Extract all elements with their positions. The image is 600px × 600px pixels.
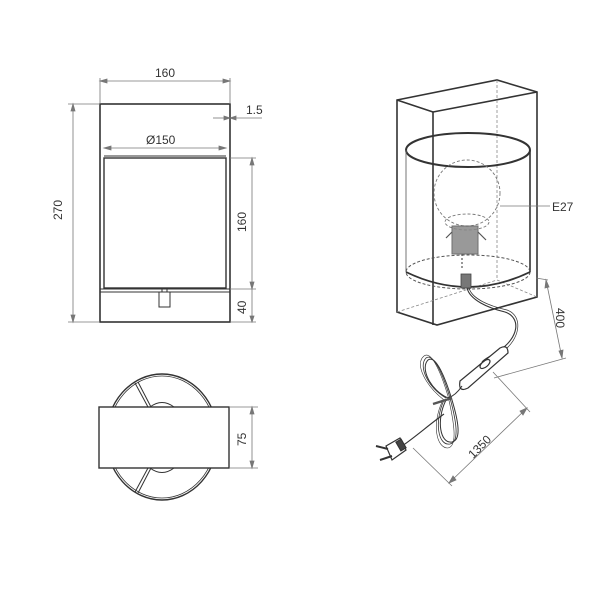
housing-outline [99,103,231,323]
top-view [98,373,230,501]
iso-view [396,79,550,326]
dim-overall-width: 160 [155,66,176,80]
dim-base-height: 40 [235,300,249,314]
dim-depth: 75 [235,432,249,446]
bulb [433,159,501,227]
front-view [99,103,231,323]
inline-switch [459,346,509,391]
plug [375,437,407,461]
shade-outline [103,157,227,289]
shade-top [405,132,531,168]
top-view-dimensions [229,405,258,470]
dim-wall-thickness: 1.5 [246,103,263,117]
dim-cable-to-switch: 400 [553,308,567,329]
front-view-dimensions [68,78,262,324]
switch-tab [158,291,171,308]
label-socket-e27: E27 [552,200,574,214]
cable-coil [424,358,459,443]
housing-top [98,406,230,469]
power-cable [375,287,518,461]
socket [451,225,479,255]
dim-overall-height: 270 [51,199,65,220]
dim-shade-height: 160 [235,211,249,232]
iso-dimensions [412,277,567,487]
dim-shade-diameter: Ø150 [146,133,176,147]
